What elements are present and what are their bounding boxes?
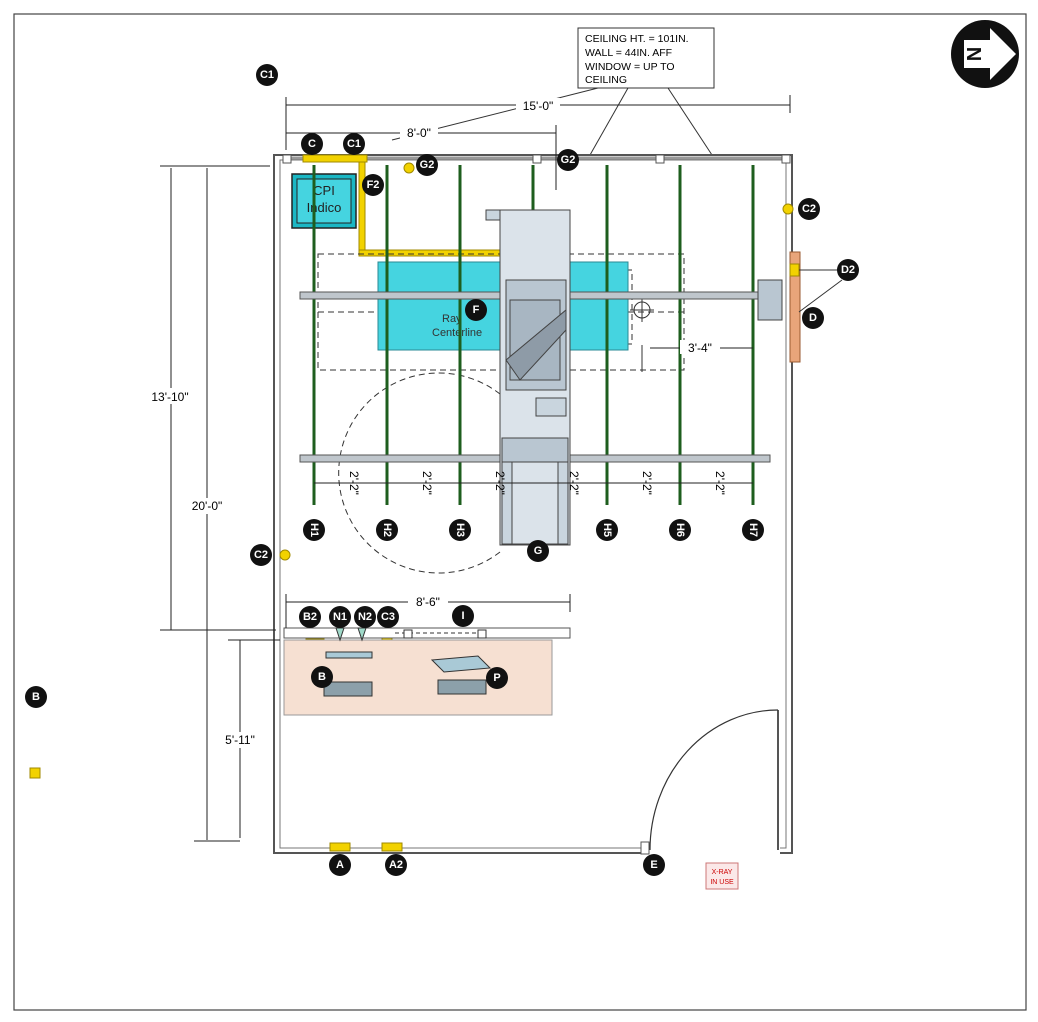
sign-line-2: IN USE (710, 879, 734, 886)
marker-h7: H7 (742, 519, 764, 541)
ceiling-note: CEILING HT. = 101IN. WALL = 44IN. AFF WI… (391, 27, 715, 156)
note-line-4: CEILING (585, 74, 627, 86)
marker-h5: H5 (596, 519, 618, 541)
dim-15ft: 15'-0" (523, 99, 554, 113)
cpi-indico-generator: CPI Indico (291, 173, 357, 229)
marker-n1: N1 (329, 606, 351, 628)
marker-c1-top: C1 (256, 64, 278, 86)
marker-g2-b: G2 (557, 149, 579, 171)
svg-text:A2: A2 (389, 859, 403, 871)
north-letter: N (964, 47, 986, 61)
x-ray-warning-sign: X-RAY IN USE (705, 862, 739, 890)
svg-text:C2: C2 (254, 549, 268, 561)
drawing-border (13, 13, 1027, 1011)
marker-a: A (329, 854, 351, 876)
spacing-5: 2'-2" (640, 471, 654, 495)
marker-d: D (802, 307, 824, 329)
svg-text:A: A (336, 859, 344, 871)
spacing-6: 2'-2" (713, 471, 727, 495)
svg-text:G2: G2 (420, 159, 435, 171)
svg-text:C1: C1 (260, 69, 274, 81)
svg-text:G: G (534, 545, 543, 557)
cpi-label: CPI (313, 183, 335, 198)
dim-8ft: 8'-0" (407, 126, 431, 140)
d2-box (789, 263, 800, 277)
svg-text:G2: G2 (561, 154, 576, 166)
note-line-1: CEILING HT. = 101IN. (585, 33, 689, 45)
marker-b2: B2 (299, 606, 321, 628)
marker-b-desk: B (311, 666, 333, 688)
marker-d2: D2 (837, 259, 859, 281)
dim-20ft: 20'-0" (192, 499, 223, 513)
centerline-label: Centerline (432, 327, 482, 339)
marker-g: G (527, 540, 549, 562)
svg-text:C2: C2 (802, 203, 816, 215)
wall-panel (789, 251, 801, 363)
marker-b-outside: B (25, 686, 47, 708)
marker-n2: N2 (354, 606, 376, 628)
marker-h3: H3 (449, 519, 471, 541)
dimension-lines (160, 95, 791, 842)
svg-text:H3: H3 (454, 523, 466, 537)
marker-f: F (465, 299, 487, 321)
svg-text:P: P (493, 672, 500, 684)
gantry (485, 209, 783, 546)
ray-label: Ray (442, 313, 462, 325)
svg-text:B: B (32, 691, 40, 703)
svg-text:E: E (650, 859, 657, 871)
marker-g2-a: G2 (416, 154, 438, 176)
indico-label: Indico (307, 200, 342, 215)
svg-text:F: F (473, 304, 480, 316)
dim-5-11: 5'-11" (225, 733, 255, 747)
marker-c: C (301, 133, 323, 155)
dimension-labels: 15'-0" 8'-0" 13'-10" 20'-0" 5'-11" 8'-6"… (140, 98, 720, 748)
svg-text:B2: B2 (303, 611, 317, 623)
marker-c3: C3 (377, 606, 399, 628)
svg-text:H5: H5 (601, 523, 613, 537)
marker-a2: A2 (385, 854, 407, 876)
svg-text:C1: C1 (347, 138, 361, 150)
marker-f2: F2 (362, 174, 384, 196)
svg-text:N1: N1 (333, 611, 347, 623)
svg-text:H6: H6 (674, 523, 686, 537)
svg-text:C: C (308, 138, 316, 150)
ceiling-rails (312, 165, 755, 505)
svg-text:C3: C3 (381, 611, 395, 623)
marker-i: I (452, 605, 474, 627)
note-line-3: WINDOW = UP TO (585, 61, 675, 73)
note-line-2: WALL = 44IN. AFF (585, 47, 672, 59)
marker-e: E (643, 854, 665, 876)
room-walls (273, 154, 793, 856)
dim-3-4: 3'-4" (688, 341, 712, 355)
svg-text:D: D (809, 312, 817, 324)
marker-h1: H1 (303, 519, 325, 541)
spacing-1: 2'-2" (347, 471, 361, 495)
svg-text:B: B (318, 671, 326, 683)
spacing-2: 2'-2" (420, 471, 434, 495)
svg-text:H1: H1 (308, 523, 320, 537)
marker-p: P (486, 667, 508, 689)
svg-text:F2: F2 (367, 179, 380, 191)
svg-text:N2: N2 (358, 611, 372, 623)
spacing-3: 2'-2" (493, 471, 507, 495)
svg-text:H2: H2 (381, 523, 393, 537)
markers: C1 C C1 G2 G2 F2 C2 D2 D F G H1 H2 H3 H5… (25, 64, 859, 876)
marker-c2-right: C2 (798, 198, 820, 220)
door (640, 709, 779, 855)
north-arrow-icon: N (951, 20, 1019, 88)
sign-line-1: X-RAY (712, 869, 733, 876)
marker-h2: H2 (376, 519, 398, 541)
dim-8-6: 8'-6" (416, 595, 440, 609)
svg-text:I: I (461, 610, 464, 622)
marker-c2-left: C2 (250, 544, 272, 566)
svg-text:D2: D2 (841, 264, 855, 276)
svg-text:H7: H7 (747, 523, 759, 537)
dim-13-10: 13'-10" (151, 390, 188, 404)
spacing-4: 2'-2" (567, 471, 581, 495)
marker-h6: H6 (669, 519, 691, 541)
rail-spacing-labels: 2'-2" 2'-2" 2'-2" 2'-2" 2'-2" 2'-2" (347, 471, 727, 495)
marker-c1: C1 (343, 133, 365, 155)
